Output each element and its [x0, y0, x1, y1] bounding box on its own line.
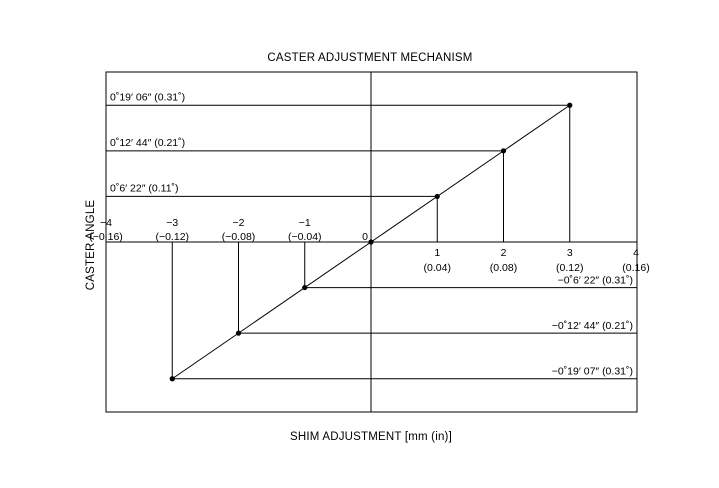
x-tick-label-inch: (−0.04): [288, 231, 322, 243]
x-tick-label: 4: [633, 247, 639, 259]
x-tick-label-inch: (0.16): [622, 262, 649, 274]
chart-title: CASTER ADJUSTMENT MECHANISM: [267, 52, 472, 64]
data-point: [434, 193, 440, 200]
x-tick-labels: −4 (−0.16) −3 (−0.12) −2 (−0.08) −1 (−0.04) 0 1 (0…: [89, 217, 650, 274]
data-points: [169, 102, 573, 382]
data-point: [368, 239, 374, 245]
x-axis-label: SHIM ADJUSTMENT [mm (in)]: [290, 431, 452, 443]
data-point: [302, 284, 308, 291]
x-tick-label-inch: (−0.12): [155, 231, 189, 243]
x-tick-label-inch: (−0.08): [222, 231, 256, 243]
x-tick-label: 2: [501, 247, 507, 259]
x-tick-label-inch: (−0.16): [89, 231, 123, 243]
value-label: 0˚12′ 44″ (0.21˚): [110, 137, 185, 149]
reference-lines: [106, 104, 637, 380]
data-point: [500, 148, 507, 154]
y-axis-label: CASTER ANGLE: [85, 200, 97, 291]
x-tick-label: 0: [362, 231, 368, 243]
x-tick-label: 3: [567, 247, 573, 259]
data-point: [567, 102, 573, 108]
value-label: −0˚12′ 44″ (0.21˚): [552, 320, 633, 332]
value-label: −0˚19′ 07″ (0.31˚): [552, 366, 633, 378]
x-tick-label-inch: (0.04): [424, 262, 451, 274]
data-point: [235, 330, 242, 336]
value-label: 0˚6′ 22″ (0.11˚): [110, 182, 179, 194]
x-tick-label-inch: (0.08): [490, 262, 517, 274]
value-labels: −0˚19′ 07″ (0.31˚) −0˚12′ 44″ (0.21˚) −0˚6…: [110, 91, 633, 377]
x-tick-label: 1: [434, 247, 440, 259]
x-tick-label: −3: [166, 217, 178, 229]
x-tick-label: −2: [233, 217, 245, 229]
x-tick-label: −4: [100, 217, 112, 229]
value-label: 0˚19′ 06″ (0.31˚): [110, 91, 185, 103]
data-point: [169, 376, 175, 382]
value-label: −0˚6′ 22″ (0.31˚): [558, 275, 633, 287]
x-tick-label: −1: [299, 217, 311, 229]
x-tick-label-inch: (0.12): [556, 262, 583, 274]
